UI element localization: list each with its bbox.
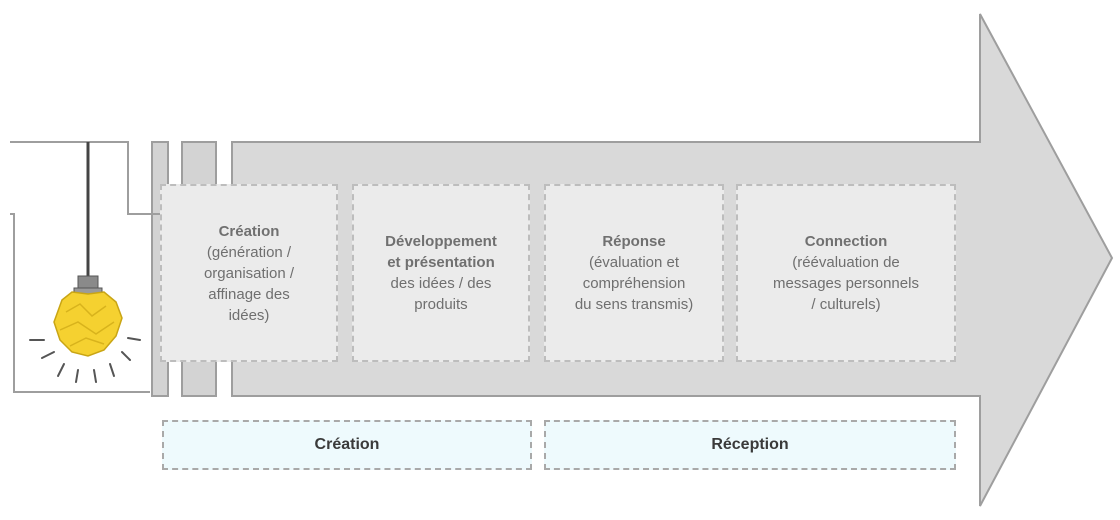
phase-reception: Réception: [544, 420, 956, 470]
light-bulb-icon: [29, 142, 141, 383]
stage-detail: (évaluation et compréhension du sens tra…: [574, 254, 694, 313]
stage-title: Réponse: [602, 233, 666, 250]
stage-detail: (génération / organisation / affinage de…: [203, 243, 295, 324]
stage-title: Création: [218, 222, 280, 240]
stage-title: Connection: [804, 233, 888, 250]
phase-creation: Création: [162, 420, 532, 470]
stage-development: Développement et présentation des idées …: [352, 184, 530, 362]
stage-title: Développement et présentation: [385, 233, 497, 271]
stage-detail: (réévaluation de messages personnels / c…: [773, 254, 919, 313]
stage-response: Réponse (évaluation et compréhension du …: [544, 184, 724, 362]
lamp-frame: [10, 141, 160, 393]
stage-detail: des idées / des produits: [390, 275, 492, 313]
stage-creation: Création (génération / organisation / af…: [160, 184, 338, 362]
stage-connection: Connection (réévaluation de messages per…: [736, 184, 956, 362]
